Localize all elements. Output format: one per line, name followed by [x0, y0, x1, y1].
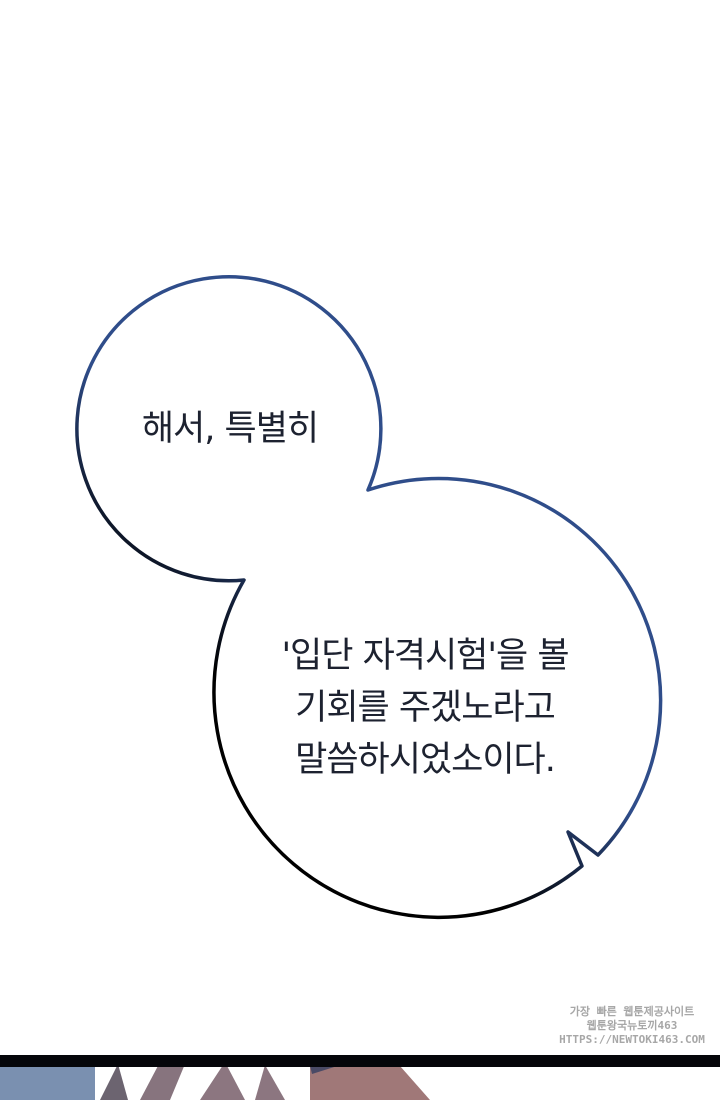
watermark: 가장 빠른 웹툰제공사이트 웹툰왕국뉴토끼463 HTTPS://NEWTOKI…: [552, 1005, 712, 1047]
watermark-line: 웹툰왕국뉴토끼463: [586, 1019, 678, 1032]
watermark-line: HTTPS://NEWTOKI463.COM: [559, 1033, 705, 1046]
bottom-panel-art: [0, 1062, 430, 1100]
bottom-panel-border: [0, 1055, 720, 1100]
watermark-line: 가장 빠른 웹툰제공사이트: [569, 1005, 695, 1018]
bubble-text-bottom: '입단 자격시험'을 볼 기회를 주겠노라고 말씀하시었소이다.: [210, 630, 640, 786]
bubble-line: 기회를 주겠노라고: [295, 688, 556, 728]
bubble-outline: [75, 275, 663, 920]
bubble-text-top: 해서, 특별히: [141, 409, 319, 449]
bubble-line: 말씀하시었소이다.: [295, 740, 556, 780]
bubble-line: '입단 자격시험'을 볼: [281, 636, 569, 676]
